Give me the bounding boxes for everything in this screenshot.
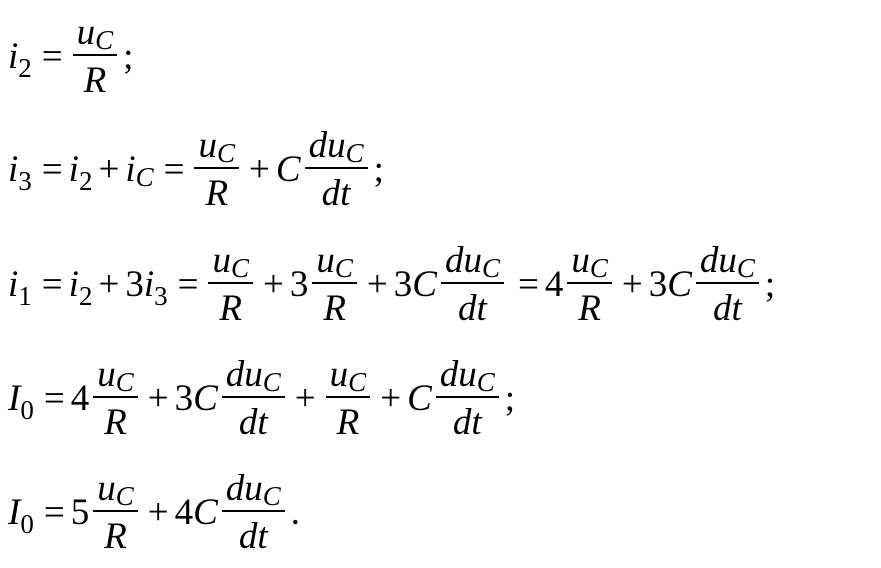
capacitance-c: C	[407, 377, 432, 419]
current-i2: i2	[68, 263, 93, 311]
plus-sign: +	[249, 148, 270, 190]
current-i1: i1	[8, 263, 32, 311]
coefficient-four: 4	[70, 377, 90, 419]
semicolon: ;	[764, 263, 776, 305]
plus-sign: +	[147, 491, 169, 533]
fraction-duc-over-dt: duC dt	[695, 242, 759, 327]
current-ic: iC	[125, 148, 154, 192]
coefficient-three: 3	[393, 263, 413, 305]
plus-sign: +	[98, 263, 120, 305]
fraction-uc-over-r: uC R	[93, 356, 138, 441]
plus-sign: +	[366, 263, 388, 305]
fraction-uc-over-r: uC R	[312, 242, 357, 327]
period: .	[290, 491, 301, 533]
equals-sign: =	[41, 263, 63, 305]
fraction-uc-over-r: uC R	[208, 242, 253, 327]
equals-sign: =	[41, 35, 63, 77]
fraction-duc-over-dt: duC dt	[304, 127, 368, 212]
equals-sign: =	[43, 491, 65, 533]
equals-sign: =	[163, 148, 185, 190]
coefficient-four: 4	[174, 491, 194, 533]
plus-sign: +	[262, 263, 284, 305]
current-i3: i3	[143, 263, 168, 311]
equals-sign: =	[43, 377, 65, 419]
current-i2: i2	[8, 35, 32, 83]
equals-sign: =	[177, 263, 199, 305]
capacitance-c: C	[412, 263, 437, 305]
coefficient-five: 5	[70, 491, 90, 533]
fraction-uc-over-r: uC R	[194, 127, 239, 212]
equation-row: I0 = 4 uC R + 3 C duC dt + uC R + C duC	[8, 342, 515, 454]
current-big-i0: I0	[8, 491, 34, 539]
fraction-duc-over-dt: duC dt	[221, 470, 285, 555]
fraction-duc-over-dt: duC dt	[221, 356, 285, 441]
coefficient-three: 3	[289, 263, 309, 305]
current-big-i0: I0	[8, 377, 34, 425]
coefficient-four: 4	[544, 263, 564, 305]
plus-sign: +	[621, 263, 643, 305]
semicolon: ;	[373, 148, 384, 190]
equation-row: I0 = 5 uC R + 4 C duC dt .	[8, 456, 300, 568]
equation-row: i2 = uC R ;	[8, 0, 133, 112]
capacitance-c: C	[193, 377, 218, 419]
capacitance-c: C	[193, 491, 218, 533]
plus-sign: +	[380, 377, 402, 419]
fraction-uc-over-r: uC R	[93, 470, 138, 555]
plus-sign: +	[98, 148, 120, 190]
coefficient-three: 3	[125, 263, 144, 305]
equation-row: i3 = i2 + iC = uC R + C duC dt ;	[8, 113, 384, 225]
current-i3: i3	[8, 148, 32, 196]
fraction-uc-over-r: uC R	[567, 242, 612, 327]
equation-row: i1 = i2 + 3 i3 = uC R + 3 uC R + 3 C duC…	[8, 228, 775, 340]
fraction-duc-over-dt: duC dt	[440, 242, 504, 327]
capacitance-c: C	[275, 148, 301, 190]
fraction-duc-over-dt: duC dt	[435, 356, 499, 441]
coefficient-three: 3	[174, 377, 194, 419]
fraction-uc-over-r: uC R	[72, 14, 118, 99]
capacitance-c: C	[667, 263, 692, 305]
fraction-uc-over-r: uC R	[325, 356, 371, 441]
semicolon: ;	[504, 377, 516, 419]
coefficient-three: 3	[648, 263, 668, 305]
plus-sign: +	[294, 377, 316, 419]
equals-sign: =	[517, 263, 539, 305]
current-i2: i2	[68, 148, 93, 196]
plus-sign: +	[147, 377, 169, 419]
equals-sign: =	[41, 148, 63, 190]
semicolon: ;	[123, 35, 134, 77]
